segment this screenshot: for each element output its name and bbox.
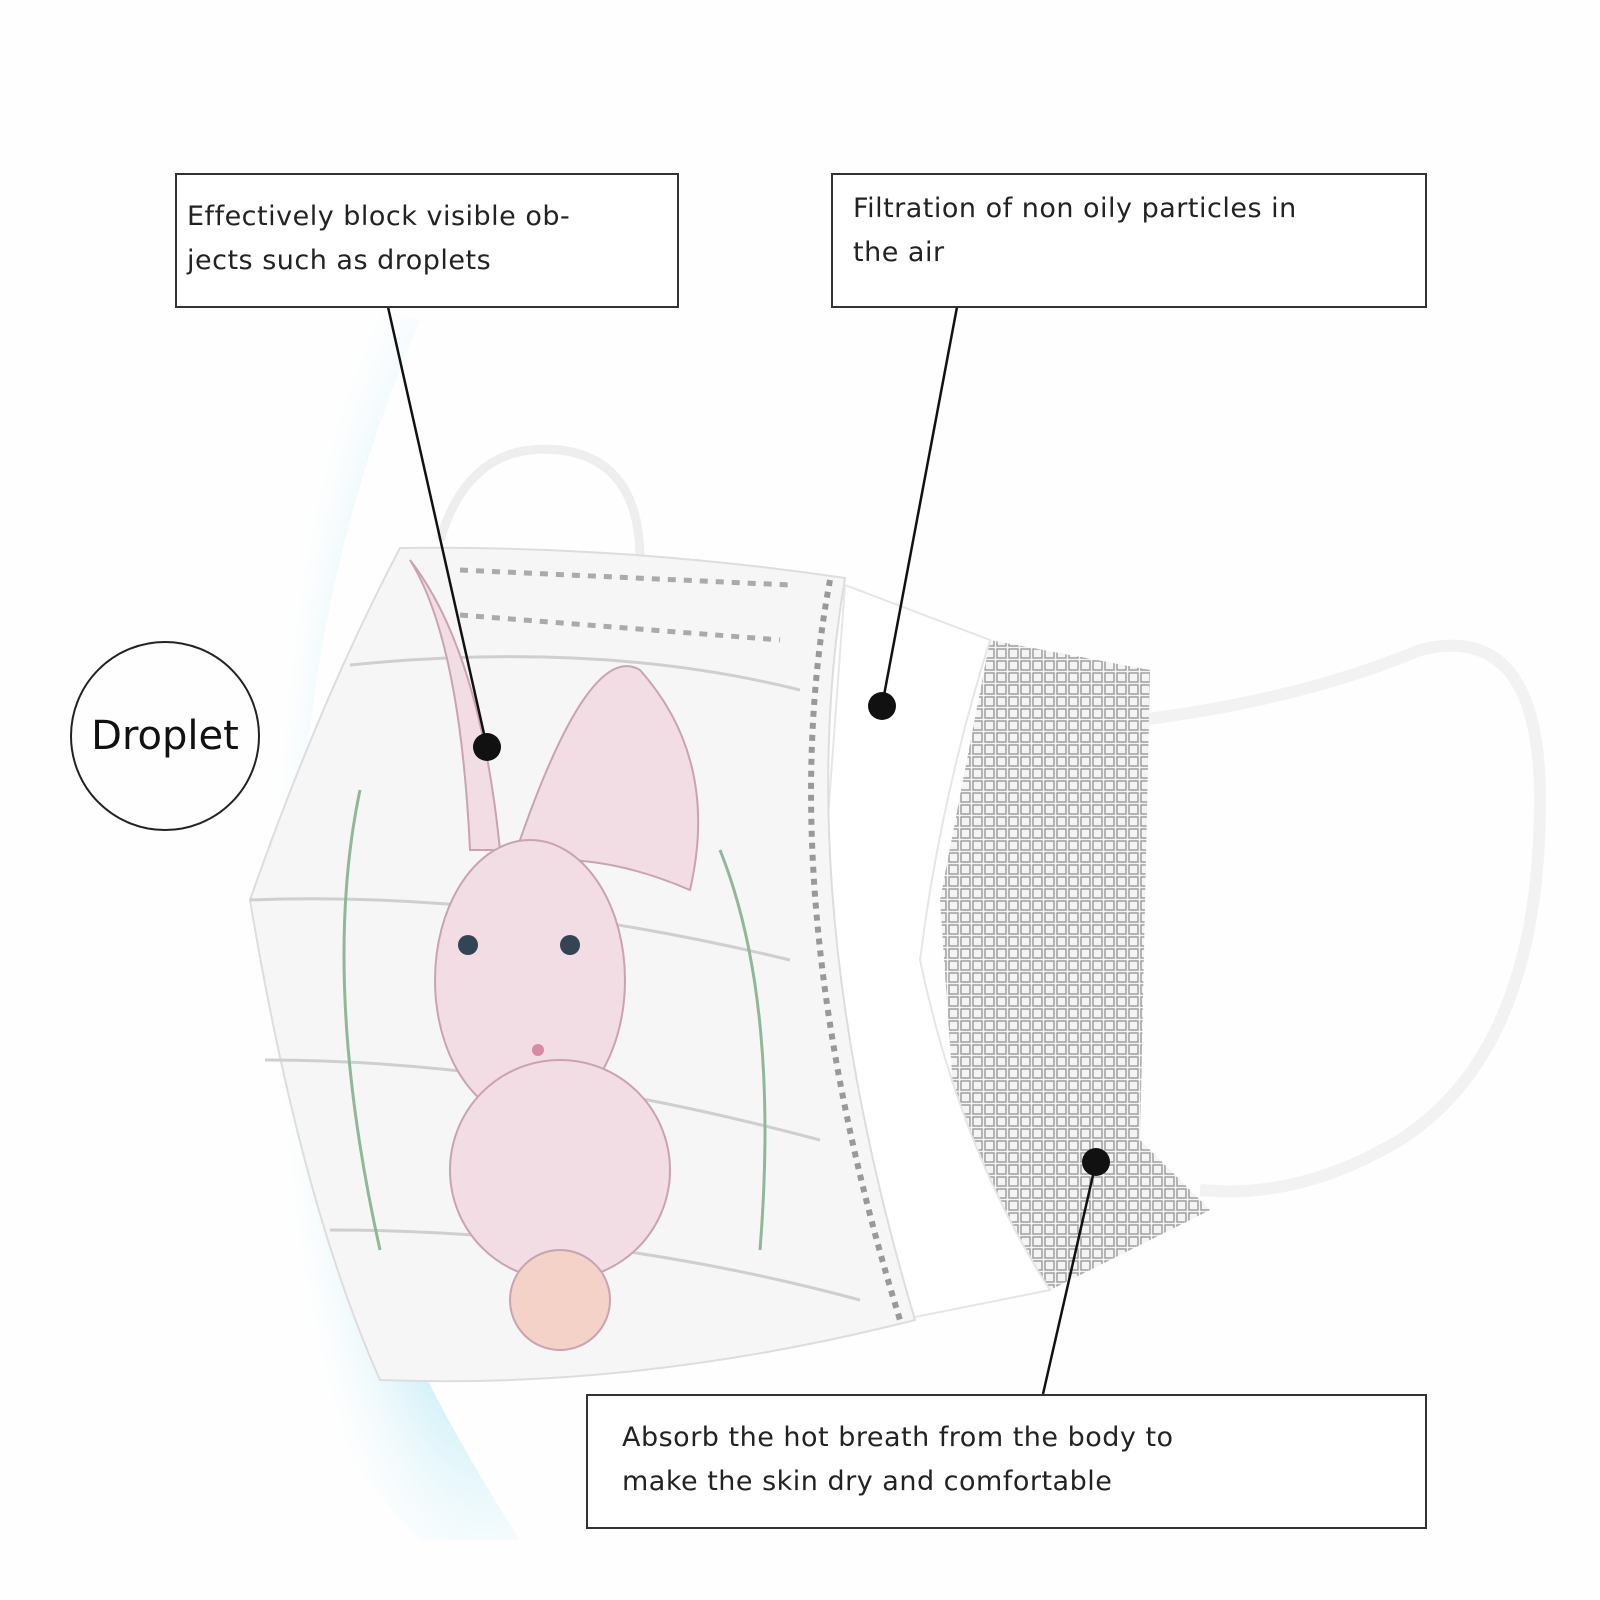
inner-grid-layer [940, 640, 1210, 1290]
callout-text: make the skin dry and comfortable [622, 1466, 1113, 1497]
stitched-edge [808, 579, 903, 1321]
callout-text: Filtration of non oily particles in [853, 193, 1297, 224]
blue-shield-arc [156, 300, 520, 1540]
floral-wreath [342, 789, 767, 1251]
ear-loop-right [1139, 639, 1547, 1198]
callout-text: Absorb the hot breath from the body to [622, 1422, 1174, 1453]
callout-middle-layer: Filtration of non oily particles in the … [831, 173, 1427, 308]
callout-text: Effectively block visible ob- [187, 201, 571, 232]
ear-loop-left [435, 444, 645, 561]
leader-lines [386, 306, 1098, 1395]
callout-text: the air [853, 237, 945, 268]
marker-dot-outer-layer [473, 733, 501, 761]
marker-dot-inner-layer [1082, 1148, 1110, 1176]
marker-dot-middle-layer [868, 692, 896, 720]
droplet-label: Droplet [70, 641, 260, 831]
rabbit-print [409, 559, 700, 1351]
droplet-text: Droplet [91, 713, 239, 759]
callout-text: jects such as droplets [187, 245, 492, 276]
callout-inner-layer: Absorb the hot breath from the body to m… [586, 1394, 1427, 1529]
callout-outer-layer: Effectively block visible ob- jects such… [175, 173, 679, 308]
